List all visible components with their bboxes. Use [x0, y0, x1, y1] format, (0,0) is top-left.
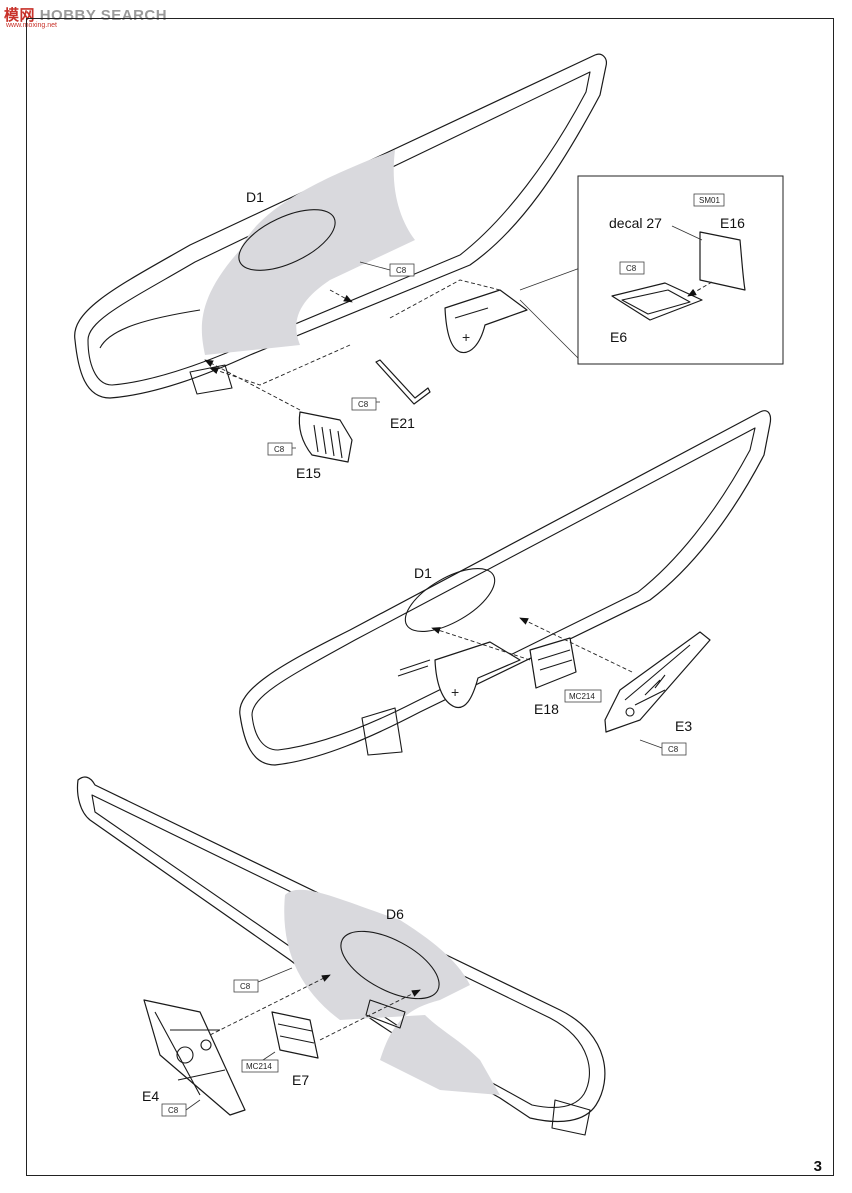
svg-text:+: + [462, 329, 470, 345]
c8-detail-color-tag: C8 [619, 261, 645, 275]
part-e3-label: E3 [675, 718, 692, 734]
part-e21-rod [209, 344, 431, 405]
part-e4-label: E4 [142, 1088, 159, 1104]
step1-fuselage-label: D1 [246, 189, 264, 205]
page-number: 3 [813, 1158, 822, 1175]
watermark: 模网 HOBBY SEARCH [4, 4, 167, 25]
svg-text:SM01: SM01 [699, 196, 720, 205]
svg-text:C8: C8 [668, 745, 679, 754]
svg-text:MC214: MC214 [246, 1062, 272, 1071]
step3-fuselage-label: D6 [386, 906, 404, 922]
svg-text:C8: C8 [396, 266, 407, 275]
svg-text:C8: C8 [240, 982, 251, 991]
part-e15-label: E15 [296, 465, 321, 481]
step3-fuselage [76, 776, 606, 1136]
e3-color-tag: C8 [639, 739, 687, 756]
part-e7-label: E7 [292, 1072, 309, 1088]
step2-seat: + [434, 641, 521, 709]
decal-27-label: decal 27 [609, 215, 662, 231]
part-e18 [431, 627, 577, 689]
part-e4 [143, 974, 331, 1116]
part-e18-label: E18 [534, 701, 559, 717]
part-e16-label: E16 [720, 215, 745, 231]
step1-fuselage-color-tag: C8 [359, 261, 415, 277]
watermark-url: www.moxing.net [6, 22, 57, 29]
e18-color-tag: MC214 [564, 689, 602, 703]
part-e7 [271, 989, 421, 1059]
step2-fuselage-label: D1 [414, 565, 432, 581]
part-e15 [204, 359, 353, 463]
svg-text:C8: C8 [358, 400, 369, 409]
step1-fuselage [74, 53, 607, 399]
svg-text:C8: C8 [274, 445, 285, 454]
svg-text:+: + [451, 684, 459, 700]
step3-fuselage-color-tag: C8 [233, 967, 293, 993]
page-frame [26, 18, 834, 1176]
detail-box [519, 175, 784, 365]
svg-text:MC214: MC214 [569, 692, 595, 701]
part-e3 [519, 617, 711, 733]
e21-color-tag: C8 [351, 397, 380, 411]
e7-color-tag: MC214 [241, 1051, 279, 1073]
part-e6-seat: + [444, 289, 528, 354]
svg-text:C8: C8 [168, 1106, 179, 1115]
svg-text:C8: C8 [626, 264, 637, 273]
watermark-brand: HOBBY SEARCH [39, 7, 168, 24]
step2-fuselage [239, 410, 772, 766]
sm01-color-tag: SM01 [693, 193, 725, 207]
e15-color-tag: C8 [267, 442, 296, 456]
part-e21-label: E21 [390, 415, 415, 431]
e4-color-tag: C8 [161, 1099, 201, 1117]
part-e6-label: E6 [610, 329, 627, 345]
